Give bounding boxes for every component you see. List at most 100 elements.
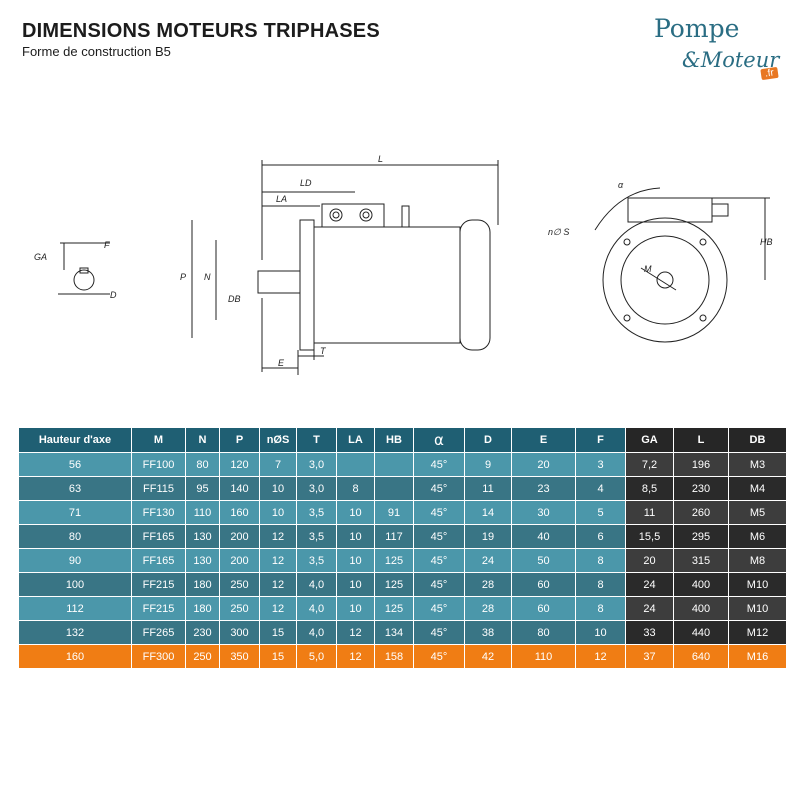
- table-cell: M4: [728, 476, 787, 501]
- table-cell: 180: [185, 596, 220, 621]
- table-cell: 6: [575, 524, 626, 549]
- label-hb: HB: [760, 237, 773, 247]
- label-p: P: [180, 272, 186, 282]
- column-header: F: [575, 427, 626, 453]
- table-cell: 15: [259, 620, 297, 645]
- table-cell: M16: [728, 644, 787, 669]
- motor-technical-drawing: GA F D L LD LA P N DB T E α n∅ S M HB: [34, 154, 773, 375]
- table-cell: 8: [575, 548, 626, 573]
- column-header: α: [413, 427, 465, 453]
- table-cell: 45°: [413, 500, 465, 525]
- table-cell: 24: [625, 572, 674, 597]
- table-cell: 80: [18, 524, 132, 549]
- table-cell: 45°: [413, 620, 465, 645]
- table-cell: 640: [673, 644, 729, 669]
- table-cell: 112: [18, 596, 132, 621]
- table-cell: [374, 476, 414, 501]
- logo-line-1: Pompe: [654, 14, 740, 43]
- table-cell: 10: [336, 548, 375, 573]
- table-cell: M6: [728, 524, 787, 549]
- table-cell: 7,2: [625, 452, 674, 477]
- table-cell: 3: [575, 452, 626, 477]
- table-cell: 10: [336, 524, 375, 549]
- table-cell: 400: [673, 572, 729, 597]
- table-cell: 11: [625, 500, 674, 525]
- table-cell: 40: [511, 524, 576, 549]
- column-header: L: [673, 427, 729, 453]
- table-cell: 45°: [413, 644, 465, 669]
- table-cell: 125: [374, 572, 414, 597]
- table-cell: 20: [511, 452, 576, 477]
- label-d: D: [110, 290, 117, 300]
- table-cell: 10: [259, 500, 297, 525]
- table-cell: 5: [575, 500, 626, 525]
- table-cell: 24: [625, 596, 674, 621]
- table-cell: 24: [464, 548, 512, 573]
- table-cell: 3,5: [296, 524, 337, 549]
- table-cell: M10: [728, 596, 787, 621]
- table-cell: 100: [18, 572, 132, 597]
- table-cell: 350: [219, 644, 260, 669]
- label-db: DB: [228, 294, 241, 304]
- table-cell: 125: [374, 596, 414, 621]
- table-cell: 160: [18, 644, 132, 669]
- table-cell: 134: [374, 620, 414, 645]
- table-cell: FF215: [131, 596, 186, 621]
- logo-tld: .fr: [760, 66, 779, 81]
- table-cell: FF130: [131, 500, 186, 525]
- table-cell: 30: [511, 500, 576, 525]
- table-cell: 160: [219, 500, 260, 525]
- table-cell: 110: [511, 644, 576, 669]
- table-cell: 180: [185, 572, 220, 597]
- table-cell: 50: [511, 548, 576, 573]
- table-cell: 14: [464, 500, 512, 525]
- column-header: nØS: [259, 427, 297, 453]
- table-cell: 130: [185, 524, 220, 549]
- table-cell: 230: [673, 476, 729, 501]
- table-cell: M8: [728, 548, 787, 573]
- table-cell: FF115: [131, 476, 186, 501]
- table-cell: 117: [374, 524, 414, 549]
- column-header: LA: [336, 427, 375, 453]
- label-l: L: [378, 154, 383, 164]
- table-cell: 10: [336, 572, 375, 597]
- table-cell: 12: [259, 548, 297, 573]
- table-cell: 440: [673, 620, 729, 645]
- table-cell: M5: [728, 500, 787, 525]
- table-cell: 80: [511, 620, 576, 645]
- label-m: M: [644, 264, 652, 274]
- motor-front-view: [594, 187, 770, 343]
- table-cell: 12: [336, 644, 375, 669]
- table-cell: 12: [259, 524, 297, 549]
- table-cell: [336, 452, 375, 477]
- table-cell: M10: [728, 572, 787, 597]
- table-cell: 125: [374, 548, 414, 573]
- table-cell: 91: [374, 500, 414, 525]
- label-e: E: [278, 358, 285, 368]
- table-cell: 95: [185, 476, 220, 501]
- label-ld: LD: [300, 178, 312, 188]
- table-cell: 132: [18, 620, 132, 645]
- table-cell: 60: [511, 572, 576, 597]
- table-cell: 28: [464, 596, 512, 621]
- table-cell: 90: [18, 548, 132, 573]
- table-cell: 8: [575, 596, 626, 621]
- table-cell: 45°: [413, 524, 465, 549]
- table-cell: 300: [219, 620, 260, 645]
- table-cell: 23: [511, 476, 576, 501]
- table-cell: 10: [575, 620, 626, 645]
- column-header: DB: [728, 427, 787, 453]
- table-cell: 4,0: [296, 620, 337, 645]
- table-cell: 56: [18, 452, 132, 477]
- table-cell: 45°: [413, 596, 465, 621]
- table-cell: 120: [219, 452, 260, 477]
- table-cell: 38: [464, 620, 512, 645]
- column-header: D: [464, 427, 512, 453]
- table-cell: 7: [259, 452, 297, 477]
- table-cell: 12: [575, 644, 626, 669]
